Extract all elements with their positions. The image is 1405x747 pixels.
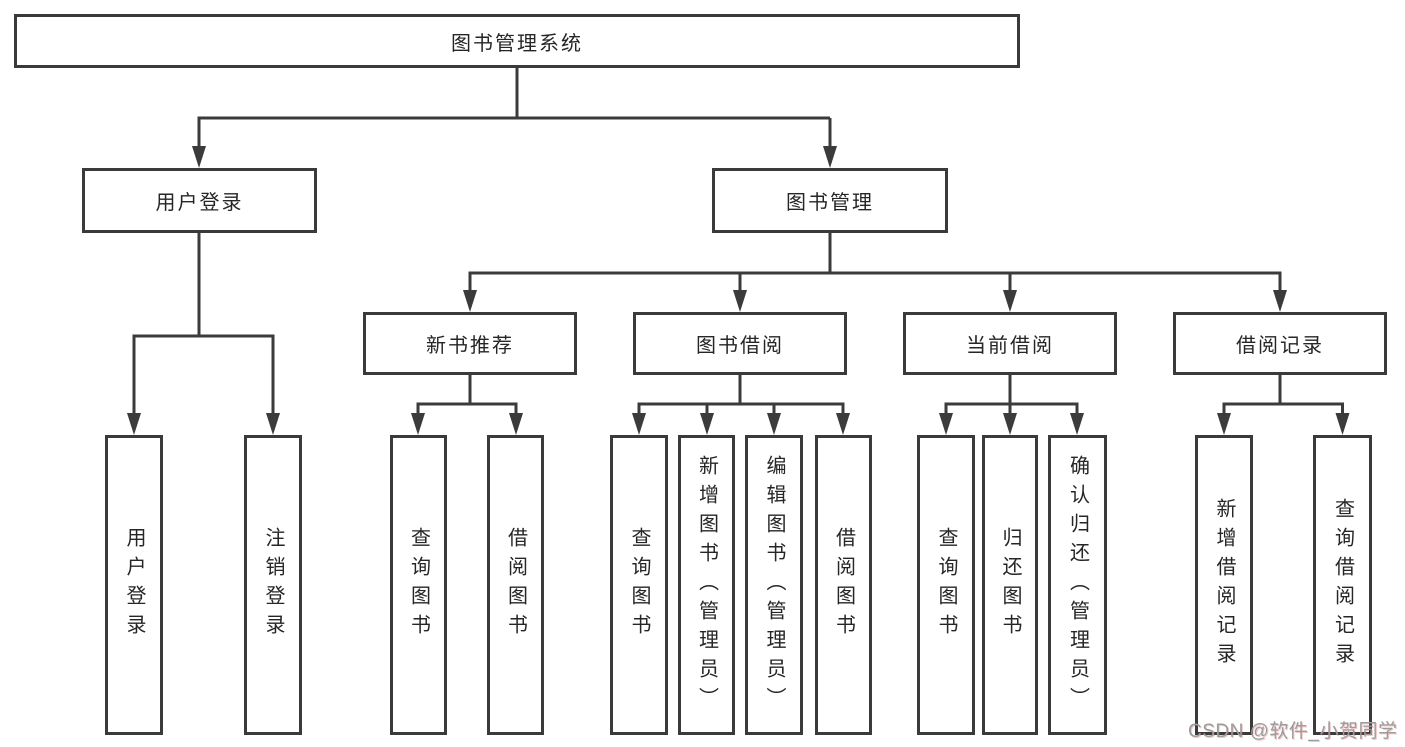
- connector-book-borrow-children: [637, 375, 845, 419]
- node-root: 图书管理系统: [14, 14, 1020, 68]
- node-cb-return-book: 归还图书: [982, 435, 1038, 735]
- arrowheads-new-book-rec-children: [411, 413, 523, 435]
- node-cb-confirm-return-label: 确认归还（管理员）: [1066, 454, 1089, 716]
- node-rec-borrow-book: 借阅图书: [487, 435, 544, 735]
- arrowheads-level2: [192, 146, 837, 168]
- node-bb-edit-book-label: 编辑图书（管理员）: [763, 454, 785, 716]
- node-new-book-rec: 新书推荐: [363, 312, 577, 375]
- connector-book-mgmt-children: [468, 233, 1282, 296]
- node-br-query-record: 查询借阅记录: [1313, 435, 1372, 735]
- node-bb-add-book-label: 新增图书（管理员）: [695, 454, 718, 716]
- node-bb-edit-book: 编辑图书（管理员）: [745, 435, 803, 735]
- node-new-book-rec-label: 新书推荐: [426, 335, 514, 357]
- node-borrow-records: 借阅记录: [1173, 312, 1387, 375]
- node-current-borrow: 当前借阅: [903, 312, 1117, 375]
- node-bb-query-book-label: 查询图书: [628, 527, 650, 643]
- connector-user-login-children: [132, 233, 275, 419]
- arrowheads-book-borrow-children: [632, 413, 850, 435]
- connector-borrow-records-children: [1222, 375, 1344, 419]
- node-user-login: 用户登录: [82, 168, 317, 233]
- node-user-login-label: 用户登录: [155, 192, 244, 214]
- arrowheads-borrow-records-children: [1217, 413, 1350, 435]
- connector-root-to-level2: [197, 68, 832, 152]
- connector-current-borrow-children: [944, 375, 1079, 419]
- node-root-label: 图书管理系统: [451, 32, 583, 55]
- node-user-login-leaf: 用户登录: [105, 435, 163, 735]
- node-cb-confirm-return: 确认归还（管理员）: [1048, 435, 1107, 735]
- node-cb-query-book-label: 查询图书: [935, 527, 957, 643]
- node-bb-borrow-book: 借阅图书: [815, 435, 872, 735]
- node-borrow-records-label: 借阅记录: [1236, 335, 1324, 357]
- node-cb-return-book-label: 归还图书: [999, 527, 1021, 643]
- node-br-add-record-label: 新增借阅记录: [1213, 498, 1235, 672]
- node-br-add-record: 新增借阅记录: [1195, 435, 1253, 735]
- node-book-mgmt-label: 图书管理: [786, 192, 874, 214]
- node-rec-borrow-book-label: 借阅图书: [504, 527, 527, 643]
- node-book-mgmt: 图书管理: [712, 168, 948, 233]
- connector-new-book-rec-children: [416, 375, 518, 419]
- node-bb-borrow-book-label: 借阅图书: [832, 527, 855, 643]
- node-br-query-record-label: 查询借阅记录: [1331, 498, 1354, 672]
- node-user-login-leaf-label: 用户登录: [123, 527, 145, 643]
- arrowheads-user-login-children: [127, 413, 280, 435]
- node-logout-leaf-label: 注销登录: [262, 527, 284, 643]
- node-bb-add-book: 新增图书（管理员）: [678, 435, 735, 735]
- node-current-borrow-label: 当前借阅: [966, 335, 1054, 357]
- node-book-borrow: 图书借阅: [633, 312, 847, 375]
- csdn-watermark: CSDN @软件_小贺同学: [1188, 721, 1398, 742]
- node-bb-query-book: 查询图书: [610, 435, 668, 735]
- node-rec-query-book-label: 查询图书: [407, 527, 430, 643]
- node-cb-query-book: 查询图书: [917, 435, 975, 735]
- node-logout-leaf: 注销登录: [244, 435, 302, 735]
- arrowheads-level3: [463, 290, 1287, 312]
- node-book-borrow-label: 图书借阅: [696, 335, 784, 357]
- arrowheads-current-borrow-children: [939, 413, 1084, 435]
- node-rec-query-book: 查询图书: [390, 435, 447, 735]
